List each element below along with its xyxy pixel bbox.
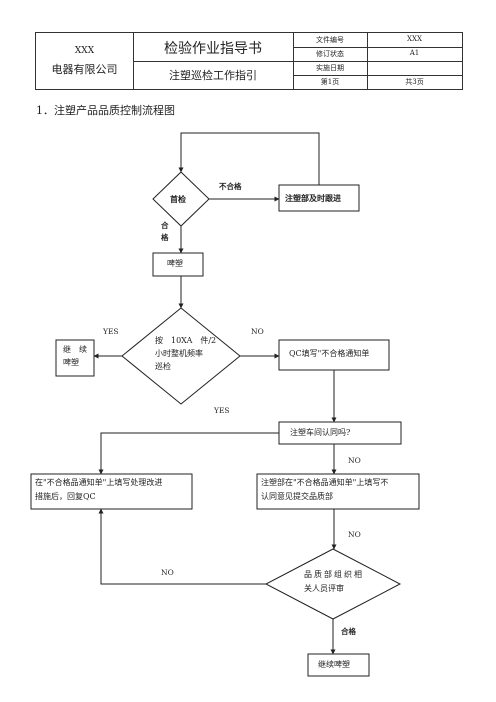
unqualified-label: 不合格 bbox=[219, 182, 242, 191]
doc-number-value: XXX bbox=[407, 35, 422, 43]
qualified-label-3: 合格 bbox=[341, 627, 356, 636]
qualified-label-2: 格 bbox=[161, 233, 169, 242]
no-label-1: NO bbox=[348, 456, 361, 465]
company-name-line2: 电器有限公司 bbox=[51, 63, 118, 76]
continue-label-2: 啤塑 bbox=[63, 358, 79, 367]
qc-fill-label: QC填写"不合格通知单 bbox=[289, 349, 370, 358]
left-action-box bbox=[30, 473, 193, 510]
no-label-3: NO bbox=[161, 568, 174, 577]
header-table: XXX 电器有限公司 检验作业指导书 注塑巡检工作指引 文件编号 XXX 修订状… bbox=[35, 32, 463, 90]
document-subtitle: 注塑巡检工作指引 bbox=[169, 69, 257, 82]
first-inspection-label: 首检 bbox=[170, 194, 186, 204]
company-name-line1: XXX bbox=[74, 46, 95, 56]
effective-date-label: 实施日期 bbox=[316, 64, 344, 72]
follow-up-label: 注塑部及时跟进 bbox=[285, 193, 341, 203]
molding-box bbox=[152, 252, 204, 277]
agree-question-label: 注塑车间认同吗? bbox=[290, 428, 351, 437]
right-action-line1: 注塑部在"不合格品通知单"上填写不 bbox=[261, 478, 389, 487]
review-no-arrow bbox=[98, 508, 266, 585]
continue-label-1: 继 续 bbox=[63, 345, 87, 354]
document-title: 检验作业指导书 bbox=[164, 41, 262, 57]
loop-back-arrow bbox=[178, 132, 320, 185]
yes-below-label: YES bbox=[214, 406, 230, 415]
divider bbox=[133, 61, 293, 62]
page-total: 共3页 bbox=[405, 78, 424, 86]
revision-label: 修订状态 bbox=[316, 50, 344, 58]
right-action-box bbox=[256, 473, 420, 510]
continue-molding-box-final bbox=[307, 653, 370, 677]
no-right-label: NO bbox=[251, 327, 264, 336]
review-label-2: 关人员评审 bbox=[304, 584, 344, 593]
question-to-left-arrow bbox=[98, 432, 279, 475]
patrol-label-2: 小时整机频率 bbox=[155, 349, 203, 358]
no-label-2: NO bbox=[348, 530, 361, 539]
divider bbox=[293, 75, 462, 76]
right-action-line2: 认同意见提交品质部 bbox=[261, 492, 333, 501]
review-label-1: 品质部组织相 bbox=[304, 570, 364, 579]
divider bbox=[293, 47, 462, 48]
section-title: 1．注塑产品品质控制流程图 bbox=[36, 104, 175, 117]
yes-left-label: YES bbox=[103, 327, 119, 336]
continue-final-label: 继续啤塑 bbox=[318, 660, 350, 669]
page-number: 第1页 bbox=[320, 78, 340, 86]
patrol-inspection-diamond bbox=[121, 307, 241, 405]
revision-value: A1 bbox=[409, 49, 420, 57]
left-action-line2: 措施后，回复QC bbox=[35, 492, 96, 501]
qualified-label-1: 合 bbox=[161, 221, 169, 230]
left-action-line1: 在"不合格品通知单"上填写处理改进 bbox=[35, 478, 163, 487]
doc-number-label: 文件编号 bbox=[316, 36, 344, 44]
divider bbox=[293, 61, 462, 62]
patrol-label-3: 巡检 bbox=[155, 362, 171, 371]
molding-label: 啤塑 bbox=[167, 259, 183, 268]
patrol-label-1: 按 10XA 件/2 bbox=[155, 336, 217, 345]
